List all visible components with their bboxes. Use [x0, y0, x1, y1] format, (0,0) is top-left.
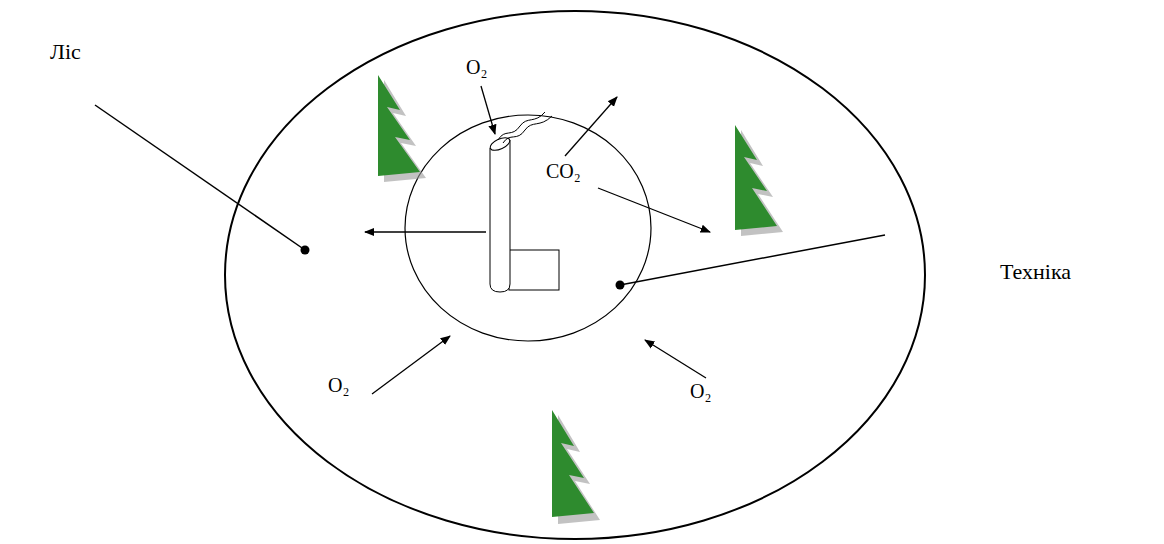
technology-label: Техніка — [1000, 260, 1071, 284]
tree — [378, 75, 426, 182]
oxygen-label: O₂ — [690, 380, 711, 402]
technology-region — [405, 115, 651, 341]
leader-dot — [301, 246, 310, 255]
leader-line — [620, 235, 885, 285]
oxygen-arrow — [372, 336, 450, 394]
oxygen-arrow — [481, 86, 495, 134]
leader-line — [95, 105, 305, 250]
tree — [735, 125, 783, 236]
co2-arrow — [565, 97, 617, 156]
oxygen-arrow — [645, 340, 706, 378]
oxygen-label: O₂ — [466, 56, 487, 78]
factory-symbol — [488, 112, 559, 292]
co2-label: CO₂ — [546, 160, 581, 182]
leader-dot — [616, 281, 625, 290]
co2-arrow — [598, 188, 710, 232]
forest-region — [225, 11, 925, 539]
tree — [552, 410, 600, 524]
forest-label: Ліс — [50, 40, 81, 64]
oxygen-label: O₂ — [328, 374, 349, 396]
co2-arrow — [365, 231, 486, 232]
